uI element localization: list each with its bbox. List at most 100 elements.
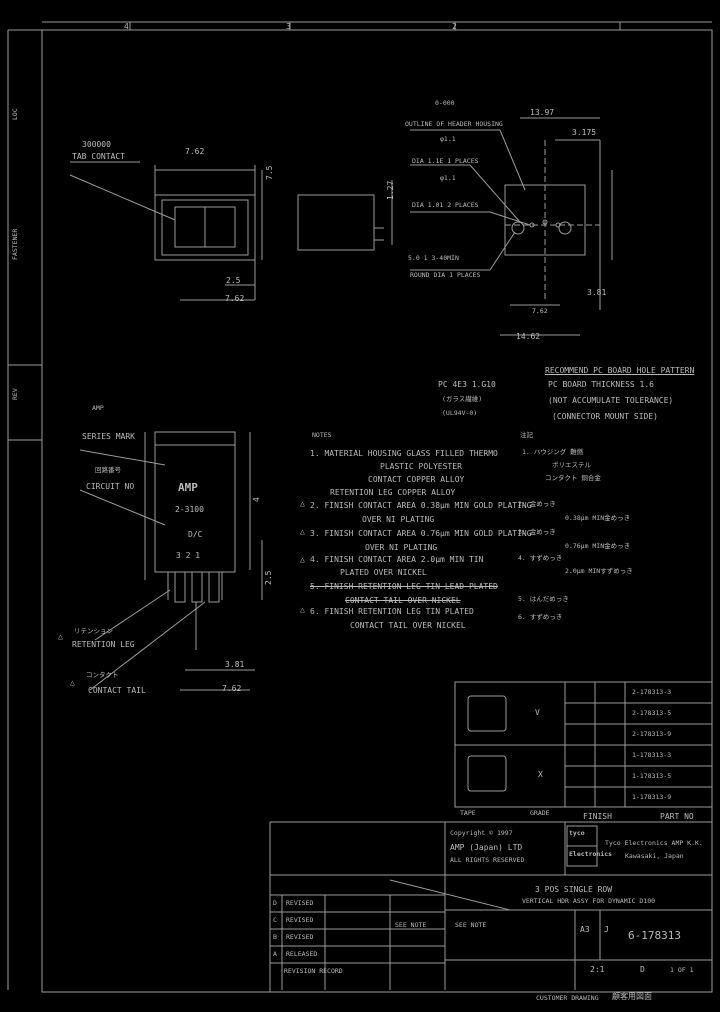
dim-total: 14.62 xyxy=(516,332,541,341)
rev-desc: REVISED xyxy=(286,899,314,907)
note-line: 5. FINISH RETENTION LEG TIN LEAD PLATED xyxy=(310,582,498,591)
notes-jp-heading: 注記 xyxy=(520,431,533,439)
rev-ltr: D xyxy=(273,899,277,907)
note-line: CONTACT TAIL OVER NICKEL xyxy=(345,596,461,605)
note-line: 3. FINISH CONTACT AREA 0.76μm MIN GOLD P… xyxy=(310,529,532,538)
see-note: SEE NOTE xyxy=(455,921,487,929)
hdr-part: PART NO xyxy=(660,812,694,821)
rev-ltr: C xyxy=(273,916,277,924)
series-code: AMP xyxy=(92,404,104,412)
dia-large-label: DIA 1.01 2 PLACES xyxy=(412,201,479,209)
note-line: CONTACT TAIL OVER NICKEL xyxy=(350,621,466,630)
variant-x-icon xyxy=(467,755,507,792)
frame-marker: 2 xyxy=(452,22,457,31)
customer-drawing: CUSTOMER DRAWING xyxy=(536,994,599,1002)
dim-front-height: 4 xyxy=(252,497,261,502)
note-jp-line: 0.76μm MIN金めっき xyxy=(565,542,631,550)
note-jp-line: 2. 金めっき xyxy=(518,500,556,508)
notes-heading: NOTES xyxy=(312,431,332,439)
dia-small-label: DIA 1.1E 1 PLACES xyxy=(412,157,479,165)
location: Kawasaki, Japan xyxy=(625,852,684,860)
hdr-finish: FINISH xyxy=(583,812,612,821)
note-line: 2. FINISH CONTACT AREA 0.38μm MIN GOLD P… xyxy=(310,501,532,510)
dim-hole-pitch: 7.62 xyxy=(532,307,548,315)
note-jp-line: 4. すずめっき xyxy=(518,554,563,562)
dim-side-height: 1.27 xyxy=(386,180,395,200)
rev-letter: D xyxy=(640,965,645,974)
dim-width: 7.62 xyxy=(185,147,205,156)
jp-material: PC 4E3 1.G10 xyxy=(438,380,496,389)
tab-callout-code: 300000 xyxy=(82,140,111,149)
drawing-number: 6-178313 xyxy=(628,929,681,942)
dim-top-sub: 3.175 xyxy=(572,128,597,137)
retention-code: リテンション xyxy=(74,627,113,635)
rev-desc: REVISED xyxy=(286,933,314,941)
note-flag-icon: △ xyxy=(70,678,75,687)
title-line: VERTICAL HDR ASSY FOR DYNAMIC D100 xyxy=(522,897,656,905)
round-code: 5.0 1 3-40MIN xyxy=(408,254,459,262)
part-row: 1-178313-9 xyxy=(632,793,672,801)
company: AMP (Japan) LTD xyxy=(450,843,523,852)
scale-code: J xyxy=(604,925,609,934)
rev-desc: REVISED xyxy=(286,916,314,924)
part-marking: 2-3100 xyxy=(175,505,204,514)
note-flag-icon: △ xyxy=(300,499,305,508)
note-jp-line: 3. 金めっき xyxy=(518,528,556,536)
series-label: SERIES MARK xyxy=(82,432,135,441)
tail-code: コンタクト xyxy=(86,671,119,679)
sheet: 1 OF 1 xyxy=(670,966,694,974)
note-flag-icon: △ xyxy=(300,605,305,614)
note-flag-icon: △ xyxy=(300,555,305,564)
part-row: 2-178313-5 xyxy=(632,709,672,717)
rev-desc: RELEASED xyxy=(286,950,318,958)
tyco-logo: tyco xyxy=(569,829,585,837)
note-line: PLASTIC POLYESTER xyxy=(380,462,462,471)
housing-side-view xyxy=(297,194,375,251)
strip-label: LOC xyxy=(11,108,19,120)
tail-label: CONTACT TAIL xyxy=(88,686,146,695)
circuit-label: CIRCUIT NO xyxy=(86,482,135,491)
customer-drawing-jp: 顧客用図面 xyxy=(612,992,652,1001)
strip-label: REV xyxy=(11,388,19,400)
col-v: V xyxy=(535,708,540,717)
dim-pitch: 2.5 xyxy=(226,276,241,285)
hole-note: PC BOARD THICKNESS 1.6 xyxy=(548,380,654,389)
company-2: Tyco Electronics AMP K.K. xyxy=(605,839,703,847)
strip-label: FASTENER xyxy=(11,228,19,260)
rights: ALL RIGHTS RESERVED xyxy=(450,856,525,864)
dim-row: 3.81 xyxy=(587,288,607,297)
note-jp-line: 6. すずめっき xyxy=(518,613,563,621)
dia-large-code: φ1.1 xyxy=(440,174,456,182)
variant-v-icon xyxy=(467,695,507,732)
note-line: OVER NI PLATING xyxy=(362,515,435,524)
dim-front-total: 7.62 xyxy=(222,684,242,693)
copyright: Copyright © 1997 xyxy=(450,829,513,837)
note-jp-line: 5. はんだめっき xyxy=(518,595,569,603)
electronics-logo: Electronics xyxy=(569,850,613,858)
col-x: X xyxy=(538,770,543,779)
frame-marker: 4 xyxy=(124,22,129,31)
note-flag-icon: △ xyxy=(300,527,305,536)
note-line: OVER NI PLATING xyxy=(365,543,438,552)
note-jp-line: 2.0μm MINすずめっき xyxy=(565,567,633,575)
tab-callout-label: TAB CONTACT xyxy=(72,152,125,161)
see-note: SEE NOTE xyxy=(395,921,427,929)
amp-logo: AMP xyxy=(178,481,198,494)
part-row: 1-178313-5 xyxy=(632,772,672,780)
size: A3 xyxy=(580,925,590,934)
part-row: 2-178313-3 xyxy=(632,688,672,696)
note-jp-line: 1. ハウジング 難燃 xyxy=(522,448,584,456)
dim-front-pitch: 3.81 xyxy=(225,660,245,669)
title-block xyxy=(269,821,713,993)
rev-ltr: B xyxy=(273,933,277,941)
dia-small-code: φ1.1 xyxy=(440,135,456,143)
scale-value: 2:1 xyxy=(590,965,605,974)
note-line: 6. FINISH RETENTION LEG TIN PLATED xyxy=(310,607,474,616)
pin-numbers: 3 2 1 xyxy=(176,551,201,560)
housing-top-view xyxy=(154,194,256,261)
hole-note: (NOT ACCUMULATE TOLERANCE) xyxy=(548,396,674,405)
revision-record: REVISION RECORD xyxy=(284,967,343,975)
note-flag-icon: △ xyxy=(58,632,63,641)
date-code: D/C xyxy=(188,530,203,539)
